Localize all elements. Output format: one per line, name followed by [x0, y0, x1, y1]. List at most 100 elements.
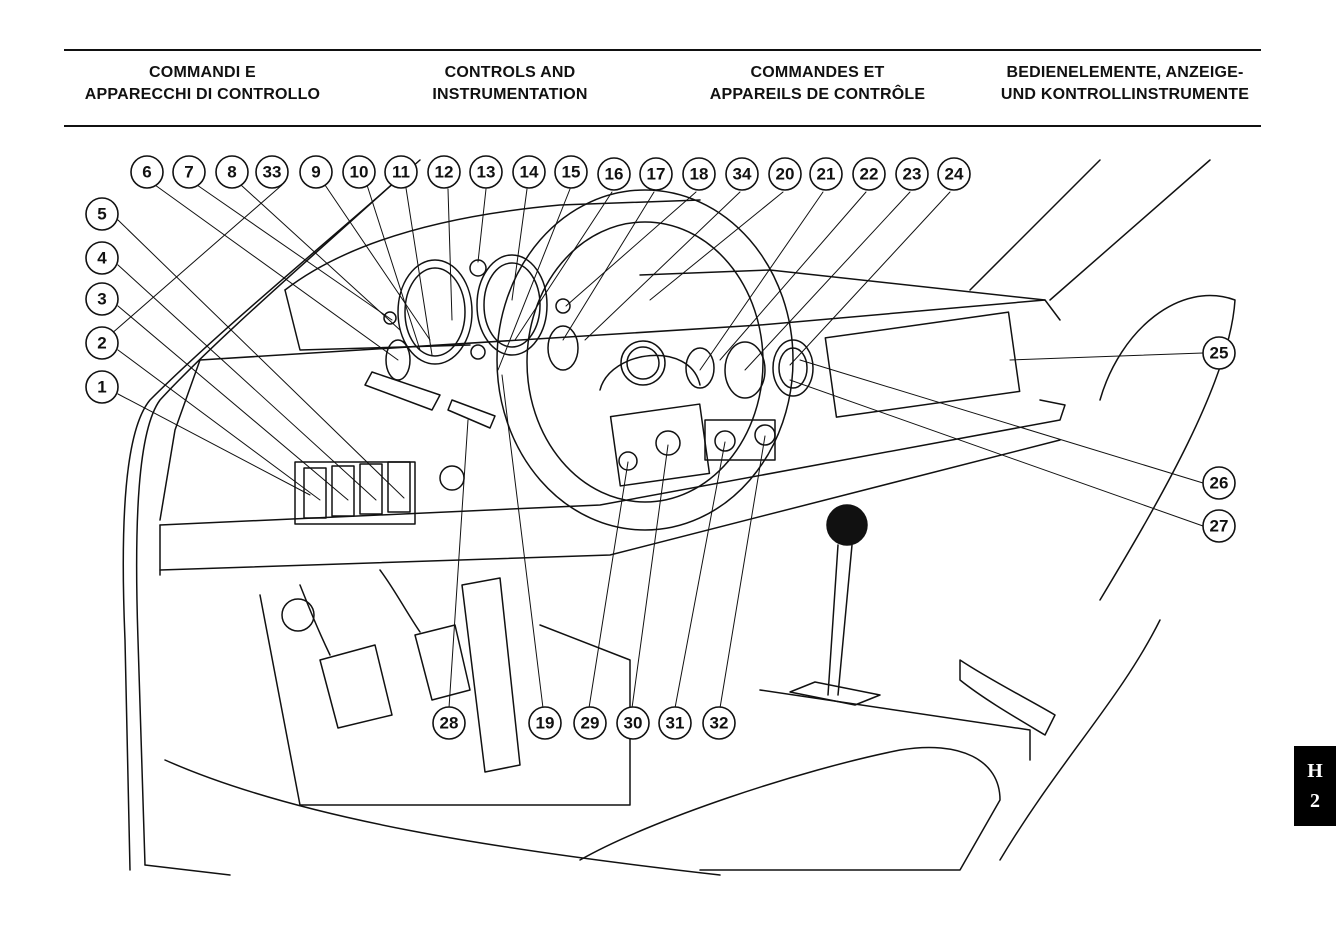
speedometer [476, 254, 548, 356]
leader-29 [588, 461, 629, 709]
windscreen-line-left [969, 159, 1101, 291]
tachometer-bezel [404, 267, 466, 357]
leader-12 [447, 188, 453, 321]
seat-cushion [579, 746, 1001, 871]
leader-25 [1009, 352, 1204, 361]
svg-text:16: 16 [605, 165, 624, 184]
seat-bolster [999, 619, 1161, 861]
dash-left-end [159, 359, 201, 521]
wiper-stalk [447, 399, 496, 429]
callout-3: 3 [85, 282, 119, 316]
callout-32: 32 [702, 706, 736, 740]
callout-18: 18 [682, 157, 716, 191]
svg-text:22: 22 [860, 165, 879, 184]
knob-1 [714, 430, 736, 452]
leader-7 [196, 184, 393, 321]
svg-text:13: 13 [477, 163, 496, 182]
leader-11 [405, 187, 433, 356]
leader-2 [117, 349, 321, 501]
svg-text:18: 18 [690, 165, 709, 184]
speedometer-bezel [483, 262, 541, 348]
indicator-lamp [470, 344, 486, 360]
leader-26 [799, 359, 1204, 484]
callout-4: 4 [85, 241, 119, 275]
seat-back [1099, 294, 1236, 601]
svg-text:26: 26 [1210, 474, 1229, 493]
callout-15: 15 [554, 155, 588, 189]
heading-german-line-1: BEDIENELEMENTE, ANZEIGE- [1006, 64, 1244, 81]
gear-knob [826, 504, 868, 546]
leader-18 [565, 191, 697, 307]
leader-3 [117, 305, 349, 501]
callout-13: 13 [469, 155, 503, 189]
windscreen-line-right [1049, 159, 1211, 301]
leader-15 [497, 188, 571, 371]
callout-31: 31 [658, 706, 692, 740]
callout-12: 12 [427, 155, 461, 189]
tachometer [397, 259, 473, 365]
heading-english-line-1: CONTROLS AND [444, 64, 576, 81]
dash-upper-surface [639, 269, 1046, 301]
svg-text:20: 20 [776, 165, 795, 184]
svg-text:27: 27 [1210, 517, 1229, 536]
clutch-pedal [319, 644, 393, 729]
ignition-panel [609, 403, 711, 487]
callout-23: 23 [895, 157, 929, 191]
svg-text:2: 2 [97, 334, 106, 353]
line-drawing [109, 159, 1236, 876]
small-gauge-left [385, 339, 411, 381]
leader-16 [514, 191, 613, 341]
callout-11: 11 [384, 155, 418, 189]
a-pillar-outer [122, 159, 421, 871]
callout-5: 5 [85, 197, 119, 231]
sill-line [144, 864, 231, 876]
callout-25: 25 [1202, 336, 1236, 370]
footrest-fitting [281, 598, 315, 632]
leader-6 [154, 184, 399, 361]
wheel-spoke [599, 354, 701, 391]
callout-9: 9 [299, 155, 333, 189]
svg-text:7: 7 [184, 163, 193, 182]
svg-text:23: 23 [903, 165, 922, 184]
page-tab-section: H [1307, 760, 1323, 782]
callout-14: 14 [512, 155, 546, 189]
callout-2: 2 [85, 326, 119, 360]
brake-arm [379, 569, 421, 633]
switch-2 [331, 465, 355, 517]
steering-wheel-rim [496, 189, 794, 531]
knob-2 [754, 424, 776, 446]
floor-line [164, 759, 721, 876]
leader-8 [240, 184, 401, 331]
callout-24: 24 [937, 157, 971, 191]
svg-text:17: 17 [647, 165, 666, 184]
callout-16: 16 [597, 157, 631, 191]
heading-italian-line-1: COMMANDI E [149, 64, 256, 81]
svg-text:21: 21 [817, 165, 836, 184]
dash-lower-edge [159, 399, 1066, 526]
leader-17 [562, 191, 655, 341]
leader-23 [744, 191, 911, 371]
heading-german-line-2: UND KONTROLLINSTRUMENTE [1000, 86, 1250, 103]
callout-19: 19 [528, 706, 562, 740]
ignition-lock [655, 430, 681, 456]
callout-20: 20 [768, 157, 802, 191]
gear-gate [789, 681, 881, 706]
svg-text:4: 4 [97, 249, 107, 268]
binnacle-top [284, 199, 701, 291]
switch-panel [294, 461, 416, 525]
svg-text:34: 34 [733, 165, 752, 184]
switch-4 [387, 461, 411, 513]
leader-19 [501, 374, 544, 709]
heading-english: CONTROLS AND INSTRUMENTATION [400, 62, 620, 106]
leader-28 [448, 419, 469, 709]
handbrake-lever [959, 659, 1056, 736]
page-tab: H 2 [1294, 746, 1336, 826]
svg-text:30: 30 [624, 714, 643, 733]
leader-34 [584, 191, 741, 341]
heading-italian: COMMANDI E APPARECCHI DI CONTROLLO [70, 62, 335, 106]
callout-22: 22 [852, 157, 886, 191]
indicator-stalk [364, 371, 441, 411]
accelerator-pedal [461, 577, 521, 773]
svg-text:24: 24 [945, 165, 964, 184]
callout-30: 30 [616, 706, 650, 740]
